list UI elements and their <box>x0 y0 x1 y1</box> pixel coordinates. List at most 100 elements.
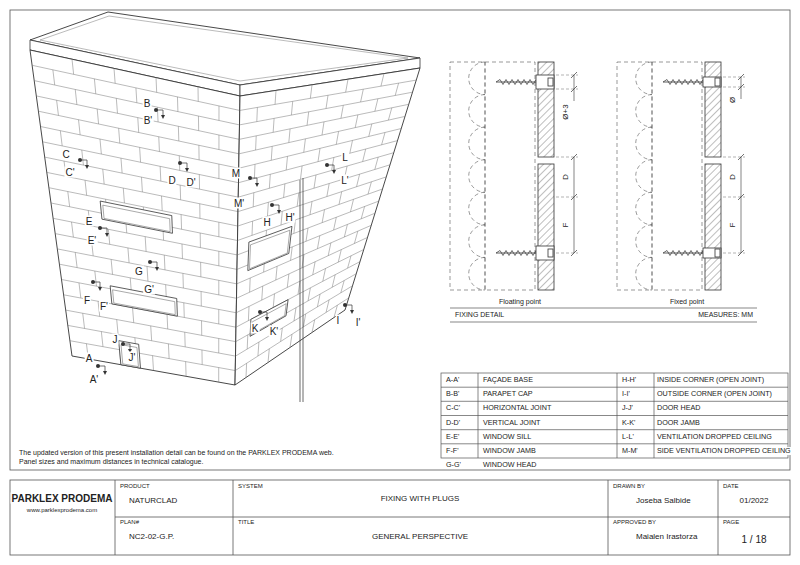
floating-point-detail <box>450 62 578 290</box>
section-dot <box>343 303 347 307</box>
section-arrowhead <box>98 287 102 291</box>
window-opening-frame <box>250 230 290 269</box>
panel-joint <box>85 180 87 195</box>
panel-joint <box>253 193 255 207</box>
section-description: OUTSIDE CORNER (OPEN JOINT) <box>656 390 773 398</box>
dimension-tick <box>738 250 744 256</box>
panel-joint <box>201 350 202 365</box>
panel-joint <box>43 142 239 183</box>
sheet-frame <box>10 10 790 470</box>
panel-joint <box>341 280 344 292</box>
panel-joint <box>281 211 282 225</box>
panel-joint <box>255 136 257 150</box>
dimension-label: F <box>729 222 738 229</box>
page-number: 1 / 18 <box>740 534 767 545</box>
section-description: WINDOW JAMB <box>482 447 537 455</box>
panel-joint <box>239 116 405 153</box>
section-dot <box>154 108 158 112</box>
panel-joint <box>281 328 283 342</box>
panel-joint <box>57 100 59 115</box>
panel-joint <box>68 192 70 207</box>
panel-joint <box>312 320 315 333</box>
panel-section <box>705 164 721 290</box>
panel-joint <box>137 118 139 133</box>
panel-joint <box>117 320 118 335</box>
detail-rule <box>450 322 757 323</box>
panel-joint <box>47 172 238 211</box>
section-arrowhead <box>350 310 354 314</box>
section-arrowhead <box>103 371 107 375</box>
window-opening <box>250 300 288 337</box>
batten-zone <box>485 62 535 290</box>
section-callout: B' <box>143 115 154 126</box>
panel-joint <box>201 291 202 306</box>
field-heading: APPROVED BY <box>612 519 657 526</box>
insulation-arc <box>636 192 652 225</box>
section-dot <box>91 280 95 284</box>
panel-joint <box>158 137 160 152</box>
section-arrowhead <box>255 183 259 187</box>
insulation-arc <box>469 127 485 160</box>
panel-joint <box>238 189 383 241</box>
section-arrowhead <box>105 233 109 237</box>
panel-joint <box>269 174 271 188</box>
field-value: NATURCLAD <box>128 497 178 506</box>
panel-joint <box>326 300 329 313</box>
insulation-arc <box>469 95 485 128</box>
panel-joint <box>161 196 163 211</box>
panel-section <box>538 164 554 290</box>
section-callout: H' <box>284 212 295 223</box>
fixing-detail <box>450 62 745 290</box>
panel-joint <box>72 222 74 237</box>
panel-joint <box>97 109 98 124</box>
panel-joint <box>248 306 250 320</box>
section-code: A-A' <box>445 376 460 384</box>
section-callout: B <box>143 98 152 109</box>
field-heading: TITLE <box>237 519 255 526</box>
panel-joint <box>119 128 120 143</box>
panel-joint <box>198 87 199 102</box>
panel-joint <box>133 308 134 323</box>
panel-joint <box>200 233 201 248</box>
company-logo: PARKLEX PRODEMA <box>11 493 114 504</box>
section-callout: H <box>262 217 271 228</box>
section-callout: G' <box>143 284 155 295</box>
panel-joint <box>83 313 85 328</box>
panel-joint <box>291 101 292 115</box>
panel-joint <box>116 98 117 113</box>
panel-joint <box>218 309 219 324</box>
field-value: 01/2022 <box>739 497 770 506</box>
panel-joint <box>121 158 122 173</box>
section-description: INSIDE CORNER (OPEN JOINT) <box>656 376 765 384</box>
panel-joint <box>275 90 277 104</box>
panel-joint <box>355 115 358 128</box>
panel-joint <box>304 139 306 153</box>
section-code: H-H' <box>621 376 637 384</box>
panel-joint <box>368 182 371 194</box>
panel-joint <box>395 83 398 95</box>
panel-joint <box>348 256 351 268</box>
panel-joint <box>185 362 186 377</box>
section-callout: M <box>231 168 241 179</box>
section-code: E-E' <box>445 433 460 441</box>
section-code: D-D' <box>445 419 461 427</box>
window-opening <box>248 226 292 270</box>
panel-joint <box>350 140 353 153</box>
panel-joint <box>178 126 179 141</box>
panel-joint <box>240 80 417 110</box>
panel-joint <box>388 108 391 120</box>
panel-joint <box>68 325 236 356</box>
plug <box>703 77 721 87</box>
panel-joint <box>95 271 97 286</box>
table-rule <box>441 387 788 388</box>
section-callout: F' <box>99 301 109 312</box>
field-heading: PLAN# <box>119 519 140 526</box>
insulation-arc <box>469 192 485 225</box>
panel-joint <box>199 175 200 190</box>
sheet-note: Panel sizes and maximum distances in tec… <box>18 458 204 466</box>
section-callout: E <box>85 216 94 227</box>
panel-joint <box>238 177 387 226</box>
dimension-label: F <box>562 222 571 229</box>
panel-joint <box>306 228 308 241</box>
section-callout: M' <box>233 198 245 209</box>
